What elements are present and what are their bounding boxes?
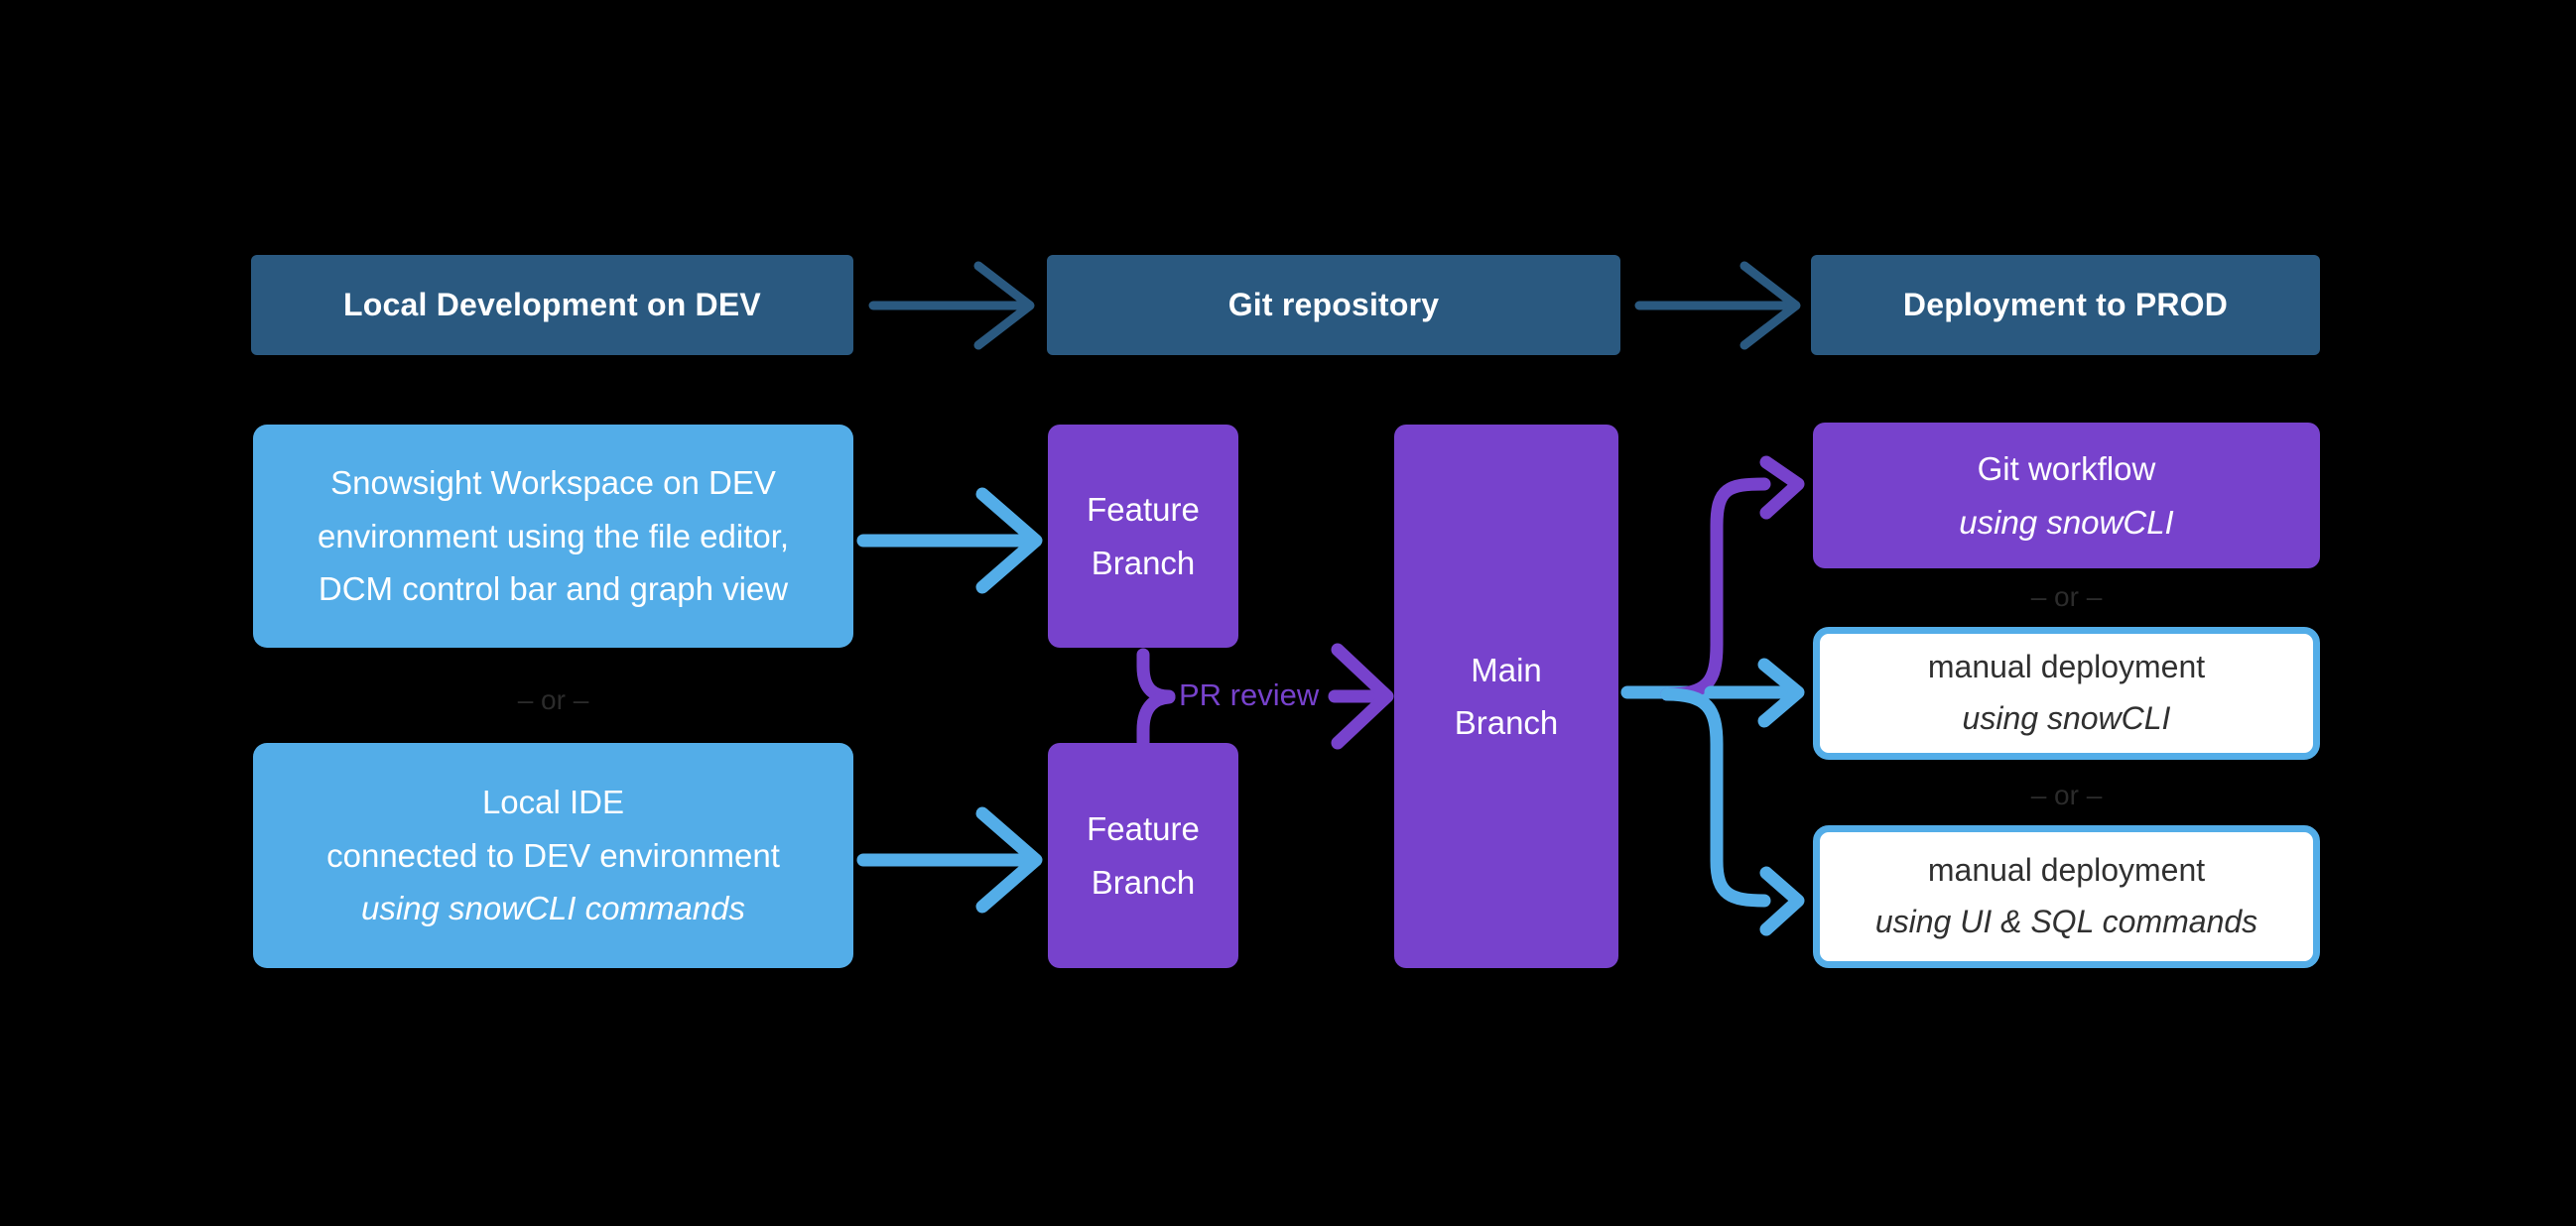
deploy-line: manual deployment	[1927, 852, 2206, 889]
deploy-line: Git workflow	[1977, 450, 2156, 488]
branch-line: Branch	[1091, 863, 1196, 901]
pr-review-to-main-branch-arrow-icon	[1328, 643, 1394, 750]
stage-label: Git repository	[1227, 287, 1440, 322]
stage-label: Deployment to PROD	[1902, 287, 2229, 322]
branch-line: Feature	[1087, 810, 1200, 848]
deploy-line: manual deployment	[1927, 649, 2206, 685]
branch-box-feature-branch-bottom: Feature Branch	[1048, 743, 1238, 968]
main-branch-to-manual-ui-sql-arrow-icon	[1660, 687, 1805, 936]
option-line: DCM control bar and graph view	[318, 570, 789, 608]
stage-box-local-development-on-dev: Local Development on DEV	[251, 255, 853, 355]
stage-label: Local Development on DEV	[343, 287, 761, 322]
branch-line: Feature	[1087, 491, 1200, 529]
option-line: Snowsight Workspace on DEV	[330, 464, 776, 502]
option-line: connected to DEV environment	[326, 836, 780, 874]
deploy-box-manual-deployment-snowcli: manual deployment using snowCLI	[1813, 627, 2320, 760]
feature-branches-merge-brace-icon	[1136, 648, 1176, 749]
or-separator-dev: – or –	[517, 684, 589, 715]
deploy-box-git-workflow: Git workflow using snowCLI	[1813, 423, 2320, 568]
or-separator-prod-2: – or –	[2030, 780, 2103, 810]
branch-line: Branch	[1454, 704, 1559, 741]
main-branch-to-manual-snowcli-arrow-icon	[1704, 658, 1805, 728]
or-separator-prod-1: – or –	[2030, 581, 2103, 612]
deploy-line: using snowCLI	[1959, 503, 2174, 541]
deploy-box-manual-deployment-ui-sql: manual deployment using UI & SQL command…	[1813, 825, 2320, 968]
deploy-line: using UI & SQL commands	[1874, 904, 2258, 939]
main-branch-to-git-workflow-arrow-icon	[1660, 455, 1805, 701]
snowsight-to-feature-branch-arrow-icon	[856, 487, 1043, 594]
branch-line: Branch	[1091, 544, 1196, 581]
option-line: environment using the file editor,	[317, 517, 790, 554]
branch-box-feature-branch-top: Feature Branch	[1048, 425, 1238, 648]
pr-review-label: PR review	[1179, 677, 1320, 712]
branch-box-main-branch: Main Branch	[1394, 425, 1618, 968]
option-line: using snowCLI commands	[360, 890, 745, 927]
stage-box-deployment-to-prod: Deployment to PROD	[1811, 255, 2320, 355]
header-arrow-2-icon	[1634, 261, 1801, 350]
stage-box-git-repository: Git repository	[1047, 255, 1620, 355]
option-box-local-ide: Local IDE connected to DEV environment u…	[253, 743, 853, 968]
option-line: Local IDE	[481, 784, 625, 821]
header-arrow-1-icon	[868, 261, 1035, 350]
branch-line: Main	[1471, 651, 1542, 688]
deploy-line: using snowCLI	[1962, 700, 2171, 736]
local-ide-to-feature-branch-arrow-icon	[856, 806, 1043, 914]
option-box-snowsight-workspace: Snowsight Workspace on DEV environment u…	[253, 425, 853, 648]
